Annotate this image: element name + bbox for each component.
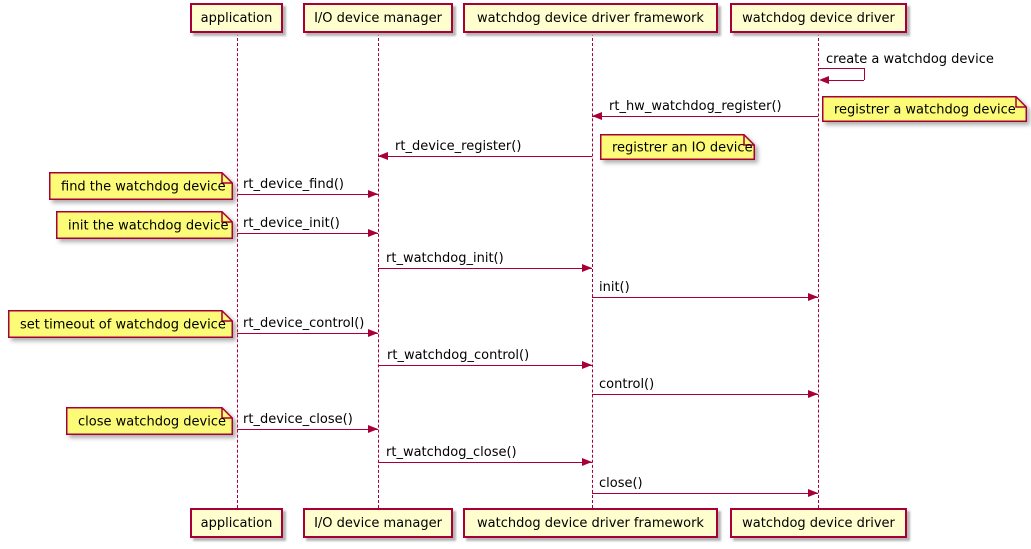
lifeline-watchdog-framework — [592, 33, 593, 508]
note-text: find the watchdog device — [61, 180, 226, 195]
note-find-watchdog-device: find the watchdog device — [49, 172, 233, 200]
participant-watchdog-driver-top: watchdog device driver — [730, 3, 907, 33]
message-label-rt-device-close: rt_device_close() — [243, 412, 353, 427]
lifeline-io-device-manager — [378, 33, 379, 508]
arrowhead-right-icon — [582, 458, 592, 466]
note-registrer-watchdog-device: registrer a watchdog device — [822, 96, 1027, 122]
note-body — [600, 134, 755, 160]
arrowhead-right-icon — [808, 293, 818, 301]
message-label-init: init() — [599, 280, 630, 295]
message-label-rt-watchdog-init: rt_watchdog_init() — [386, 251, 504, 266]
participant-application-top: application — [190, 3, 283, 33]
note-body — [49, 172, 233, 200]
note-text: close watchdog device — [78, 415, 226, 430]
message-label-rt-device-control: rt_device_control() — [243, 316, 365, 331]
arrowhead-right-icon — [368, 425, 378, 433]
message-label-create-watchdog-device: create a watchdog device — [826, 52, 994, 67]
message-line — [237, 194, 378, 195]
message-line — [592, 493, 818, 494]
participant-label: watchdog device driver — [742, 515, 895, 531]
note-fold-icon — [1015, 96, 1027, 108]
arrowhead-right-icon — [582, 264, 592, 272]
note-init-watchdog-device: init the watchdog device — [56, 211, 233, 239]
note-text: init the watchdog device — [68, 219, 229, 234]
note-fold-icon — [221, 407, 233, 419]
note-fold-icon — [221, 172, 233, 184]
lifeline-application — [237, 33, 238, 508]
message-line — [592, 297, 818, 298]
note-registrer-io-device: registrer an IO device — [600, 134, 755, 160]
self-message-line-top — [818, 68, 864, 69]
message-label-rt-device-find: rt_device_find() — [243, 177, 344, 192]
lifeline-watchdog-driver — [818, 33, 819, 508]
message-label-control: control() — [599, 377, 655, 392]
participant-label: I/O device manager — [314, 515, 442, 531]
message-label-close: close() — [599, 476, 643, 491]
participant-label: watchdog device driver framework — [477, 10, 704, 26]
message-label-rt-device-init: rt_device_init() — [243, 216, 340, 231]
note-text: set timeout of watchdog device — [20, 318, 226, 333]
message-line — [237, 333, 378, 334]
note-fold-icon — [743, 134, 755, 146]
participant-label: application — [200, 10, 273, 26]
participant-io-device-manager-top: I/O device manager — [303, 3, 453, 33]
message-line — [378, 268, 592, 269]
message-label-rt-watchdog-control: rt_watchdog_control() — [387, 348, 530, 363]
arrowhead-right-icon — [368, 229, 378, 237]
note-text: registrer an IO device — [612, 141, 753, 156]
self-message-line-bottom — [822, 80, 864, 81]
message-label-rt-watchdog-close: rt_watchdog_close() — [386, 445, 517, 460]
note-fold-icon — [221, 211, 233, 223]
message-line — [378, 156, 592, 157]
note-body — [56, 211, 233, 239]
note-body — [822, 96, 1027, 122]
arrowhead-right-icon — [808, 390, 818, 398]
participant-label: I/O device manager — [314, 10, 442, 26]
participant-watchdog-framework-bottom: watchdog device driver framework — [463, 508, 718, 538]
participant-io-device-manager-bottom: I/O device manager — [303, 508, 453, 538]
note-set-timeout-watchdog-device: set timeout of watchdog device — [8, 310, 233, 338]
arrowhead-left-icon — [592, 112, 602, 120]
note-fold-icon — [221, 310, 233, 322]
arrowhead-right-icon — [808, 489, 818, 497]
arrowhead-right-icon — [368, 329, 378, 337]
note-body — [66, 407, 233, 435]
self-message-line-right — [864, 68, 865, 80]
note-body — [8, 310, 233, 338]
note-close-watchdog-device: close watchdog device — [66, 407, 233, 435]
arrowhead-right-icon — [582, 361, 592, 369]
participant-label: application — [200, 515, 273, 531]
participant-watchdog-driver-bottom: watchdog device driver — [730, 508, 907, 538]
participant-application-bottom: application — [190, 508, 283, 538]
arrowhead-left-icon — [819, 76, 829, 84]
participant-watchdog-framework-top: watchdog device driver framework — [463, 3, 718, 33]
message-line — [592, 116, 818, 117]
message-label-rt-hw-watchdog-register: rt_hw_watchdog_register() — [609, 99, 782, 114]
message-line — [378, 462, 592, 463]
message-line — [237, 429, 378, 430]
message-label-rt-device-register: rt_device_register() — [395, 139, 522, 154]
participant-label: watchdog device driver framework — [477, 515, 704, 531]
participant-label: watchdog device driver — [742, 10, 895, 26]
message-line — [237, 233, 378, 234]
message-line — [592, 394, 818, 395]
arrowhead-left-icon — [378, 152, 388, 160]
message-line — [378, 365, 592, 366]
arrowhead-right-icon — [368, 190, 378, 198]
note-text: registrer a watchdog device — [834, 103, 1016, 118]
